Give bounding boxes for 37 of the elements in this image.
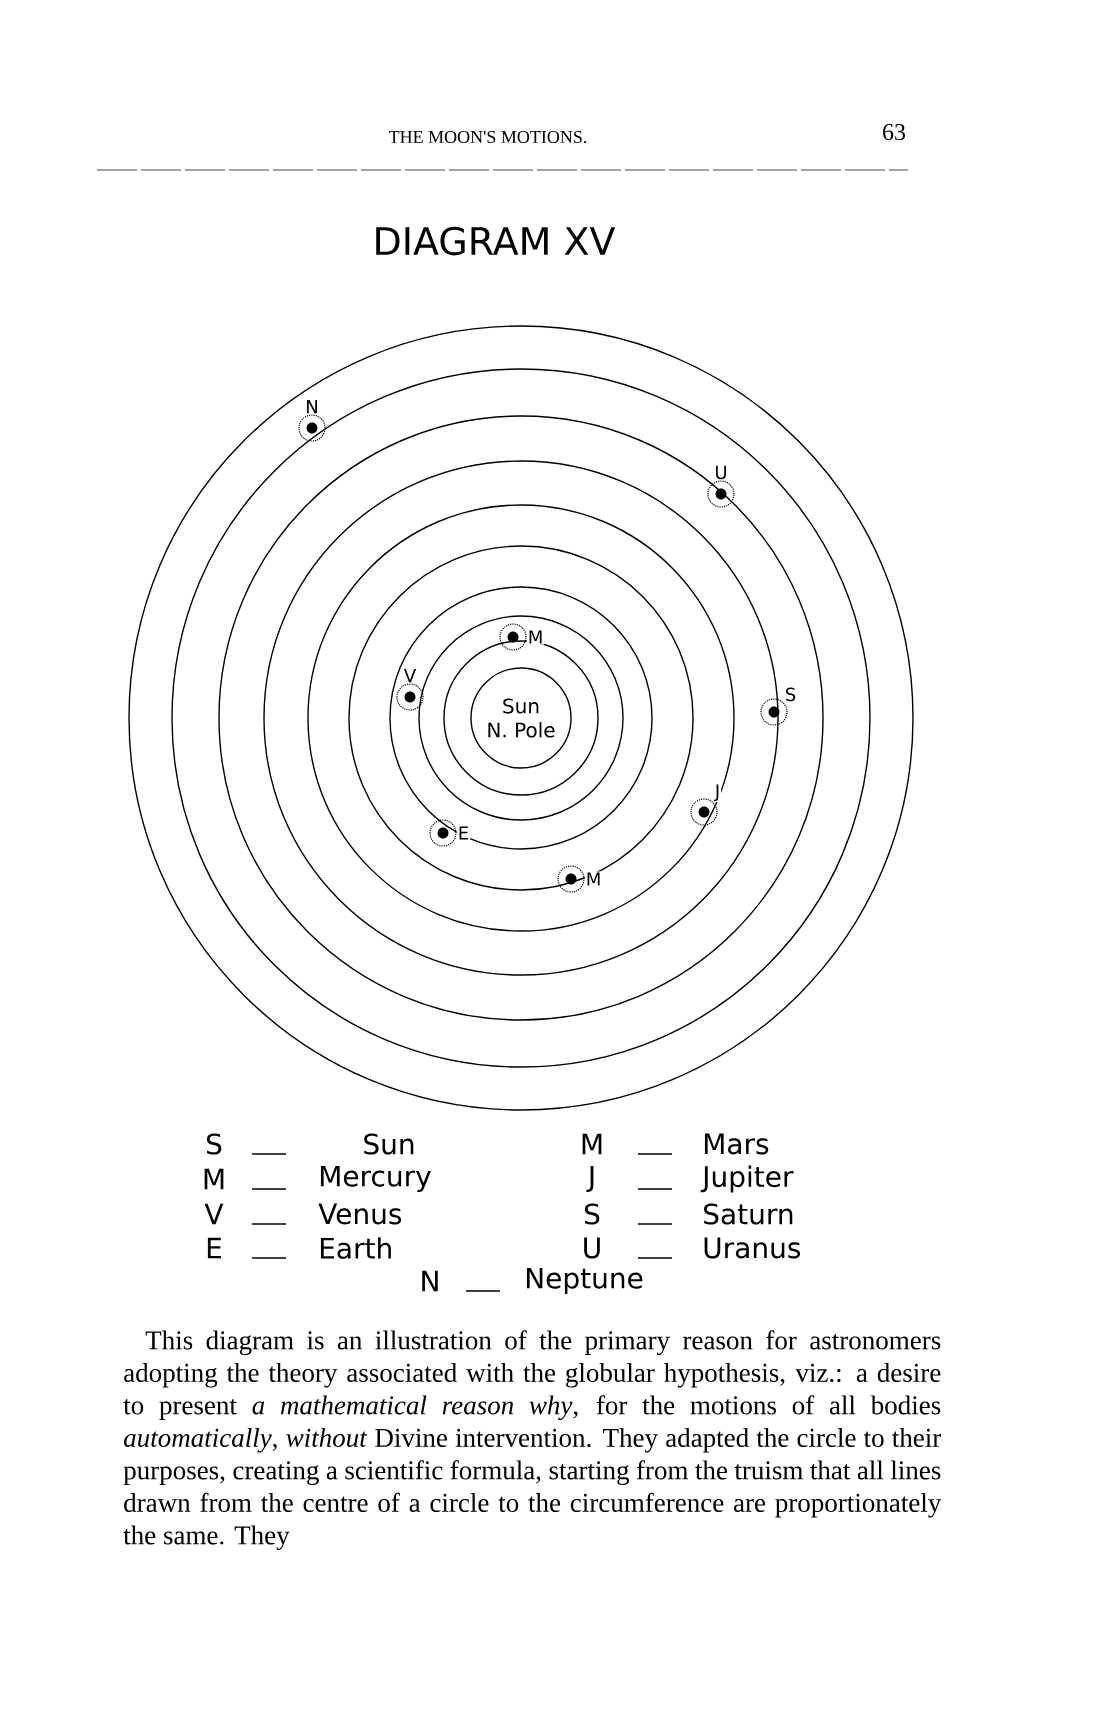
planet-dot — [760, 698, 788, 726]
planet-dot — [396, 683, 424, 711]
key-name: Uranus — [704, 1237, 801, 1259]
key-letter: N — [422, 1270, 438, 1292]
key-letter: V — [204, 1203, 224, 1225]
planet-dot — [557, 865, 585, 893]
planet-dot — [499, 623, 527, 651]
key-name: Mars — [704, 1133, 769, 1155]
planet-letter: M — [584, 871, 603, 887]
key-name: Venus — [318, 1203, 402, 1225]
key-letter: E — [207, 1237, 222, 1259]
planet-dot — [707, 480, 735, 508]
key-letter: U — [584, 1237, 600, 1259]
key-letter: M — [204, 1168, 224, 1190]
body-paragraph: This diagram is an illustration of the primary reason for astronomers adopting the theory associated with the globular hypothesis, viz.: a desire to present a mathematical reason why, for the motions of all bodies automatically, without Divine intervention. They adapted the circle to their purposes, creating a scientific formula, starting from the truism that all lines drawn from the centre of a circle to the circumference are proportionately the same. They — [123, 1330, 942, 1551]
planet-letter: S — [783, 686, 798, 703]
planet-letter: U — [713, 464, 729, 481]
key-letter: S — [584, 1203, 600, 1225]
key-name: Jupiter — [700, 1165, 794, 1193]
key-name: Saturn — [704, 1203, 793, 1225]
planet-letter: V — [402, 668, 418, 684]
key-letter: M — [582, 1133, 602, 1155]
page-number: 63 — [883, 123, 906, 141]
key-name: Earth — [320, 1237, 391, 1259]
diagram-title: DIAGRAM XV — [376, 226, 616, 256]
key-name: Sun — [364, 1133, 414, 1155]
key-letter: J — [586, 1166, 594, 1192]
running-head: THE MOON'S MOTIONS. — [388, 130, 587, 144]
key-letter: S — [206, 1133, 222, 1155]
key-name: Neptune — [526, 1267, 643, 1295]
planet-letter: M — [526, 629, 545, 645]
planet-letter: J — [713, 783, 722, 803]
planet-letter: E — [456, 825, 471, 841]
planet-dot — [298, 414, 326, 442]
planet-letter: N — [304, 399, 320, 415]
key-name: Mercury — [320, 1165, 431, 1193]
planet-dot — [429, 819, 457, 847]
